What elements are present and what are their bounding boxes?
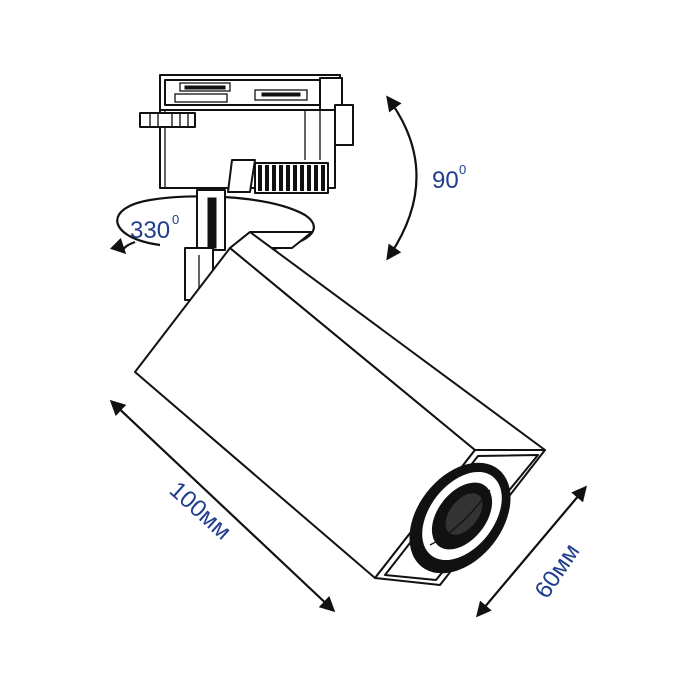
- track-adapter: [139, 74, 354, 194]
- tilt-indicator: [386, 95, 418, 261]
- tilt-angle-label: 90: [432, 167, 459, 194]
- rotation-angle-degree: 0: [172, 212, 179, 227]
- body-length-label: 100мм: [164, 476, 236, 545]
- body-width-label: 60мм: [530, 539, 586, 604]
- length-dimension: [109, 399, 336, 613]
- rotation-angle-label: 330: [130, 217, 170, 244]
- ribbed-connector-icon: [254, 162, 329, 194]
- locking-knob-icon: [139, 112, 196, 128]
- tilt-angle-degree: 0: [459, 162, 466, 177]
- width-dimension: [476, 485, 587, 618]
